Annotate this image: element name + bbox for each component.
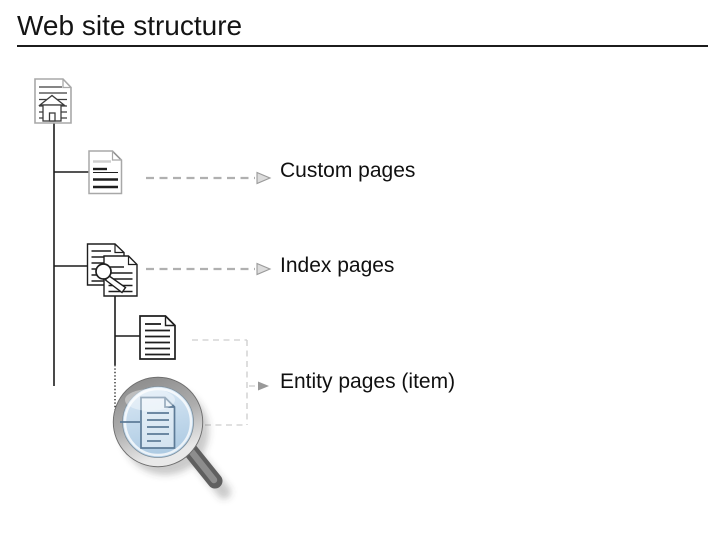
slide-title: Web site structure [17, 10, 243, 41]
magnified-page-glyph [120, 396, 176, 449]
label-custom-pages: Custom pages [280, 159, 416, 182]
tree-connector-lines [53, 123, 140, 386]
entity-group-bracket [192, 339, 258, 426]
label-index-pages: Index pages [280, 254, 395, 277]
glass-highlight [125, 389, 175, 411]
entity-page-icon [139, 315, 176, 360]
custom-page-icon [88, 150, 123, 195]
home-page-icon [34, 78, 72, 124]
dashed-arrow-custom [146, 171, 272, 185]
house-glyph [38, 94, 66, 122]
magnifier-zoom-icon [112, 376, 231, 499]
small-magnifier-glyph [95, 263, 127, 294]
dashed-arrow-index [146, 262, 272, 276]
label-entity-pages: Entity pages (item) [280, 370, 456, 393]
magnifier-rim [113, 377, 203, 467]
index-pages-search-icon [86, 243, 138, 297]
magnifier-rim-outer [112, 376, 204, 468]
entity-arrowhead [258, 381, 269, 391]
title-underline [17, 45, 708, 47]
